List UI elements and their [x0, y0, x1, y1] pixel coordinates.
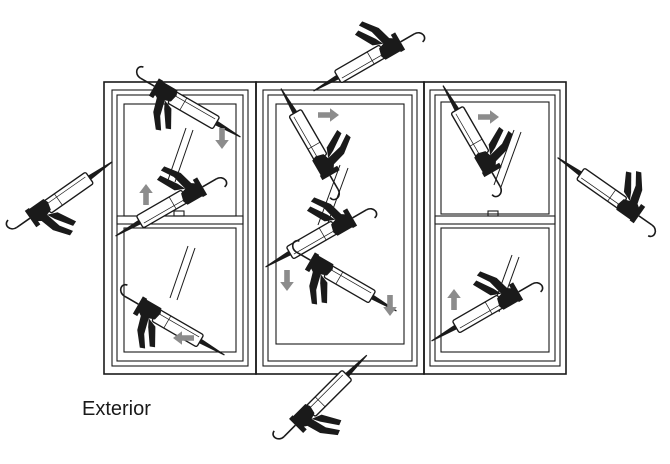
caulk-gun-icon-left-lower	[100, 283, 231, 386]
direction-arrow-icon-8	[447, 289, 461, 310]
caulk-gun-icon-right-lower	[414, 248, 545, 351]
direction-arrow-icon-2	[139, 184, 153, 205]
direction-arrow-icon-1	[215, 128, 229, 149]
caulk-gun-icon-left	[5, 152, 134, 262]
caulk-gun-icon-right	[551, 128, 670, 238]
exterior-label: Exterior	[82, 398, 151, 421]
direction-arrow-icon-5	[280, 270, 294, 291]
direction-arrow-icon-7	[478, 110, 499, 124]
direction-arrow-icon-4	[318, 108, 339, 122]
caulk-gun-icon-left-upper-top	[116, 65, 247, 168]
right-window	[424, 82, 566, 374]
caulk-gun-icon-top	[296, 0, 427, 101]
caulk-gun-icon-bottom	[271, 347, 392, 459]
